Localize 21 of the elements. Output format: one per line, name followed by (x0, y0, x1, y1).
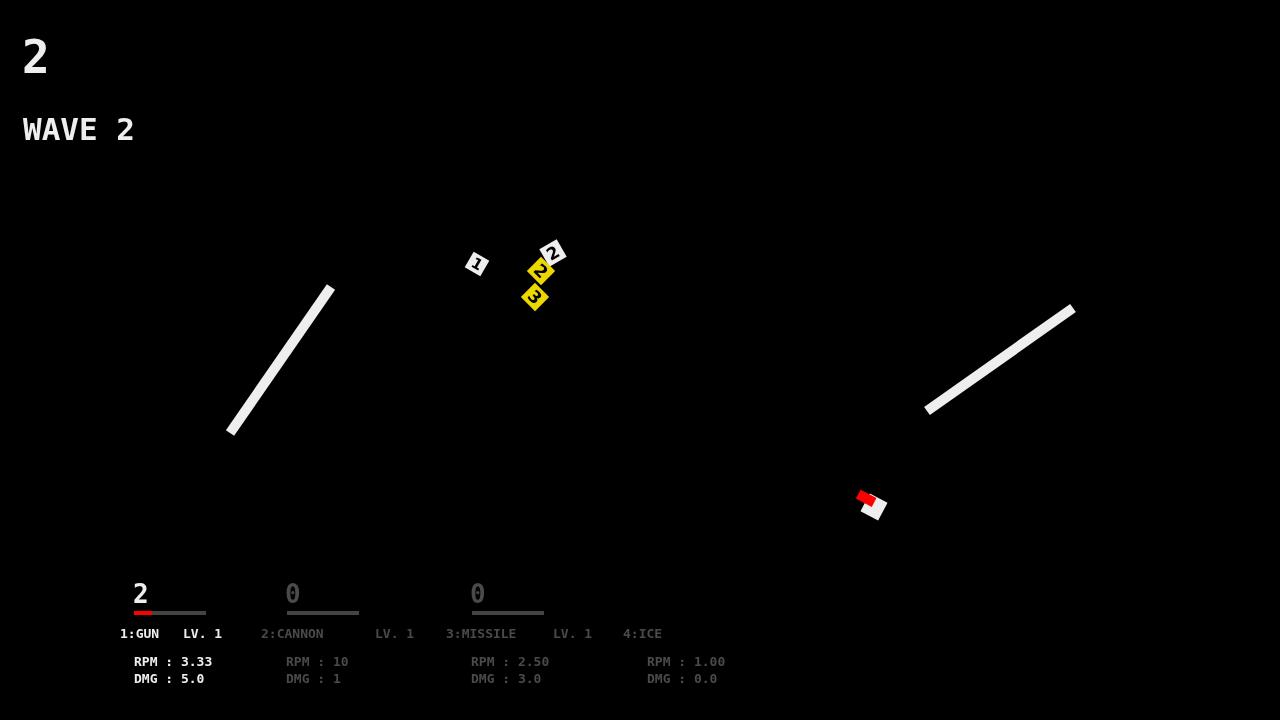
weapon-stat: DMG : 3.0 (471, 672, 542, 685)
weapon-name: 2:CANNON (261, 627, 324, 640)
weapon-count: 0 (285, 581, 301, 607)
weapon-name: 1:GUN (120, 627, 160, 640)
weapon-stat: RPM : 1.00 (647, 655, 726, 668)
weapon-name: 3:MISSILE (446, 627, 517, 640)
weapon-stat: RPM : 10 (286, 655, 349, 668)
weapon-level: LV. 1 (183, 627, 223, 640)
weapon-stat: RPM : 2.50 (471, 655, 550, 668)
weapon-count: 0 (470, 581, 486, 607)
weapon-level: LV. 1 (375, 627, 415, 640)
weapon-stat: DMG : 1 (286, 672, 341, 685)
weapon-stat: RPM : 3.33 (134, 655, 213, 668)
enemy-marker: 1 (464, 251, 490, 277)
weapon-name: 4:ICE (623, 627, 663, 640)
weapon-count: 2 (133, 581, 149, 607)
weapon-level: LV. 1 (553, 627, 593, 640)
wave-label: WAVE 2 (23, 114, 135, 145)
weapon-stat: DMG : 5.0 (134, 672, 205, 685)
score: 2 (22, 34, 50, 80)
weapon-stat: DMG : 0.0 (647, 672, 718, 685)
